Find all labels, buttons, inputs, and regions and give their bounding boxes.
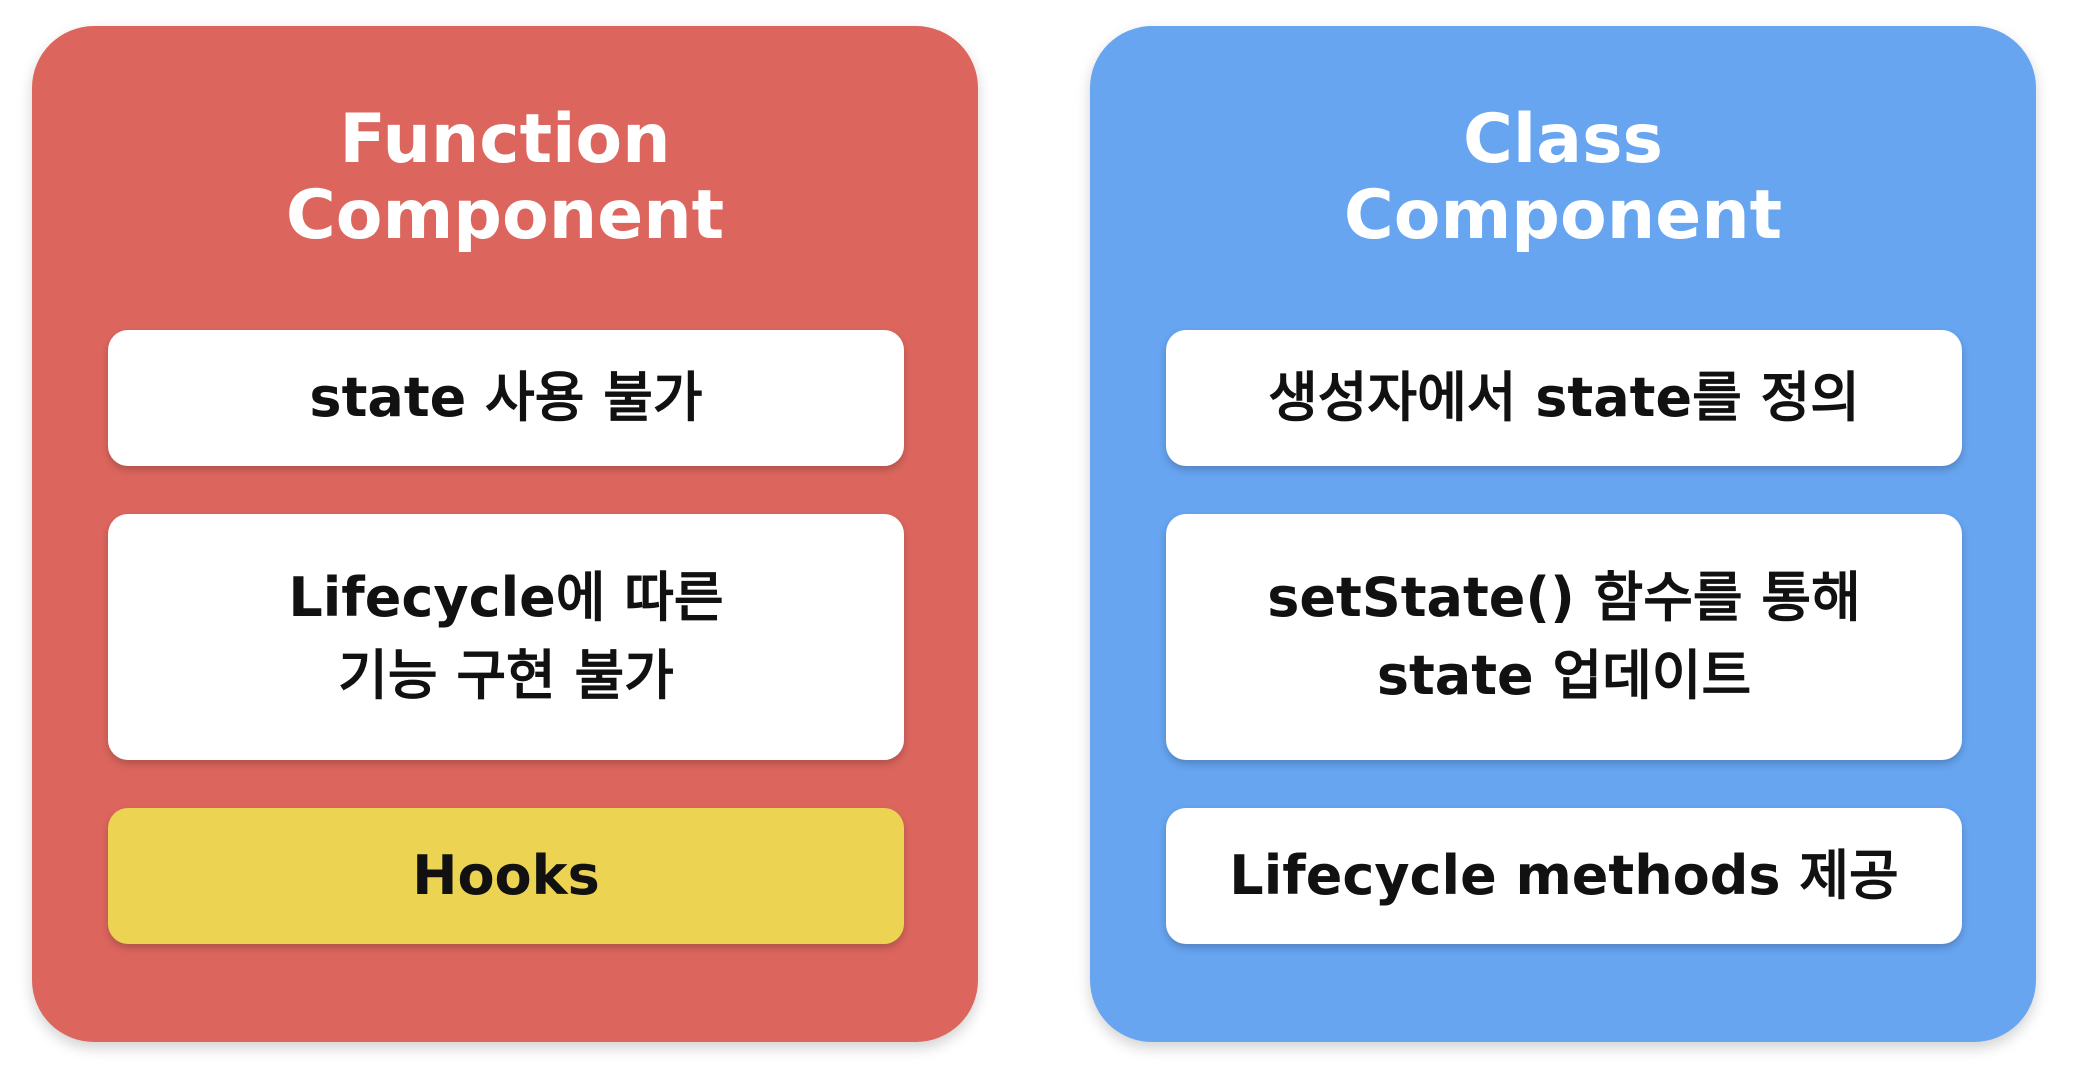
class-card-constructor-state-text: 생성자에서 state를 정의: [1268, 366, 1860, 429]
function-card-lifecycle-line-1: Lifecycle에 따른: [288, 566, 724, 629]
class-card-lifecycle-methods-text: Lifecycle methods 제공: [1229, 844, 1899, 907]
class-component-panel: Class Component 생성자에서 state를 정의 setState…: [1090, 26, 2036, 1042]
function-component-title: Function Component: [32, 102, 978, 254]
class-title-line-2: Component: [1343, 176, 1783, 255]
class-card-setstate: setState() 함수를 통해 state 업데이트: [1166, 514, 1962, 760]
class-card-constructor-state: 생성자에서 state를 정의: [1166, 330, 1962, 466]
function-card-state-text: state 사용 불가: [309, 366, 703, 429]
function-card-lifecycle-line-2: 기능 구현 불가: [338, 644, 674, 707]
class-component-title: Class Component: [1090, 102, 2036, 254]
class-card-setstate-line-2: state 업데이트: [1376, 644, 1752, 707]
function-card-hooks-text: Hooks: [412, 844, 600, 907]
function-component-panel: Function Component state 사용 불가 Lifecycle…: [32, 26, 978, 1042]
class-card-lifecycle-methods: Lifecycle methods 제공: [1166, 808, 1962, 944]
function-card-lifecycle: Lifecycle에 따른 기능 구현 불가: [108, 514, 904, 760]
class-card-setstate-line-1: setState() 함수를 통해: [1267, 566, 1861, 629]
function-title-line-2: Component: [285, 176, 725, 255]
class-title-line-1: Class: [1462, 100, 1664, 179]
function-card-state: state 사용 불가: [108, 330, 904, 466]
function-card-hooks: Hooks: [108, 808, 904, 944]
function-title-line-1: Function: [339, 100, 671, 179]
